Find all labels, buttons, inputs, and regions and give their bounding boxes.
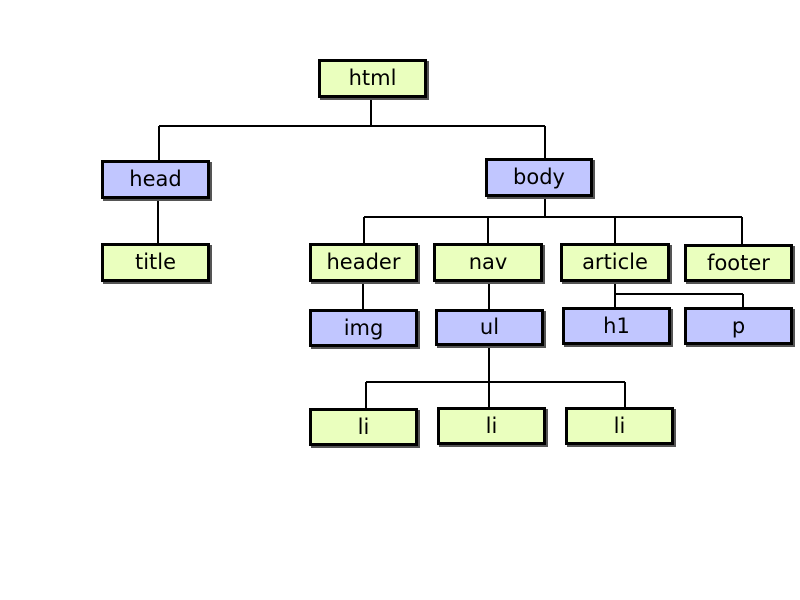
node-footer: footer xyxy=(684,244,793,282)
connector-ul-children xyxy=(365,345,626,408)
node-body: body xyxy=(485,158,593,197)
connector-body-children xyxy=(363,196,743,244)
node-nav: nav xyxy=(433,243,543,282)
node-ul: ul xyxy=(435,309,544,346)
node-li-3: li xyxy=(565,407,674,445)
node-title: title xyxy=(101,243,210,282)
connector-html-children xyxy=(158,97,546,160)
node-p: p xyxy=(684,307,793,345)
node-li-1: li xyxy=(309,408,418,446)
node-img: img xyxy=(309,309,418,347)
node-li-2: li xyxy=(437,407,546,445)
node-header: header xyxy=(309,243,418,282)
node-head: head xyxy=(101,160,210,199)
node-article: article xyxy=(560,243,670,282)
node-h1: h1 xyxy=(562,307,671,345)
node-html: html xyxy=(318,59,427,98)
connector-article-children xyxy=(614,281,744,307)
